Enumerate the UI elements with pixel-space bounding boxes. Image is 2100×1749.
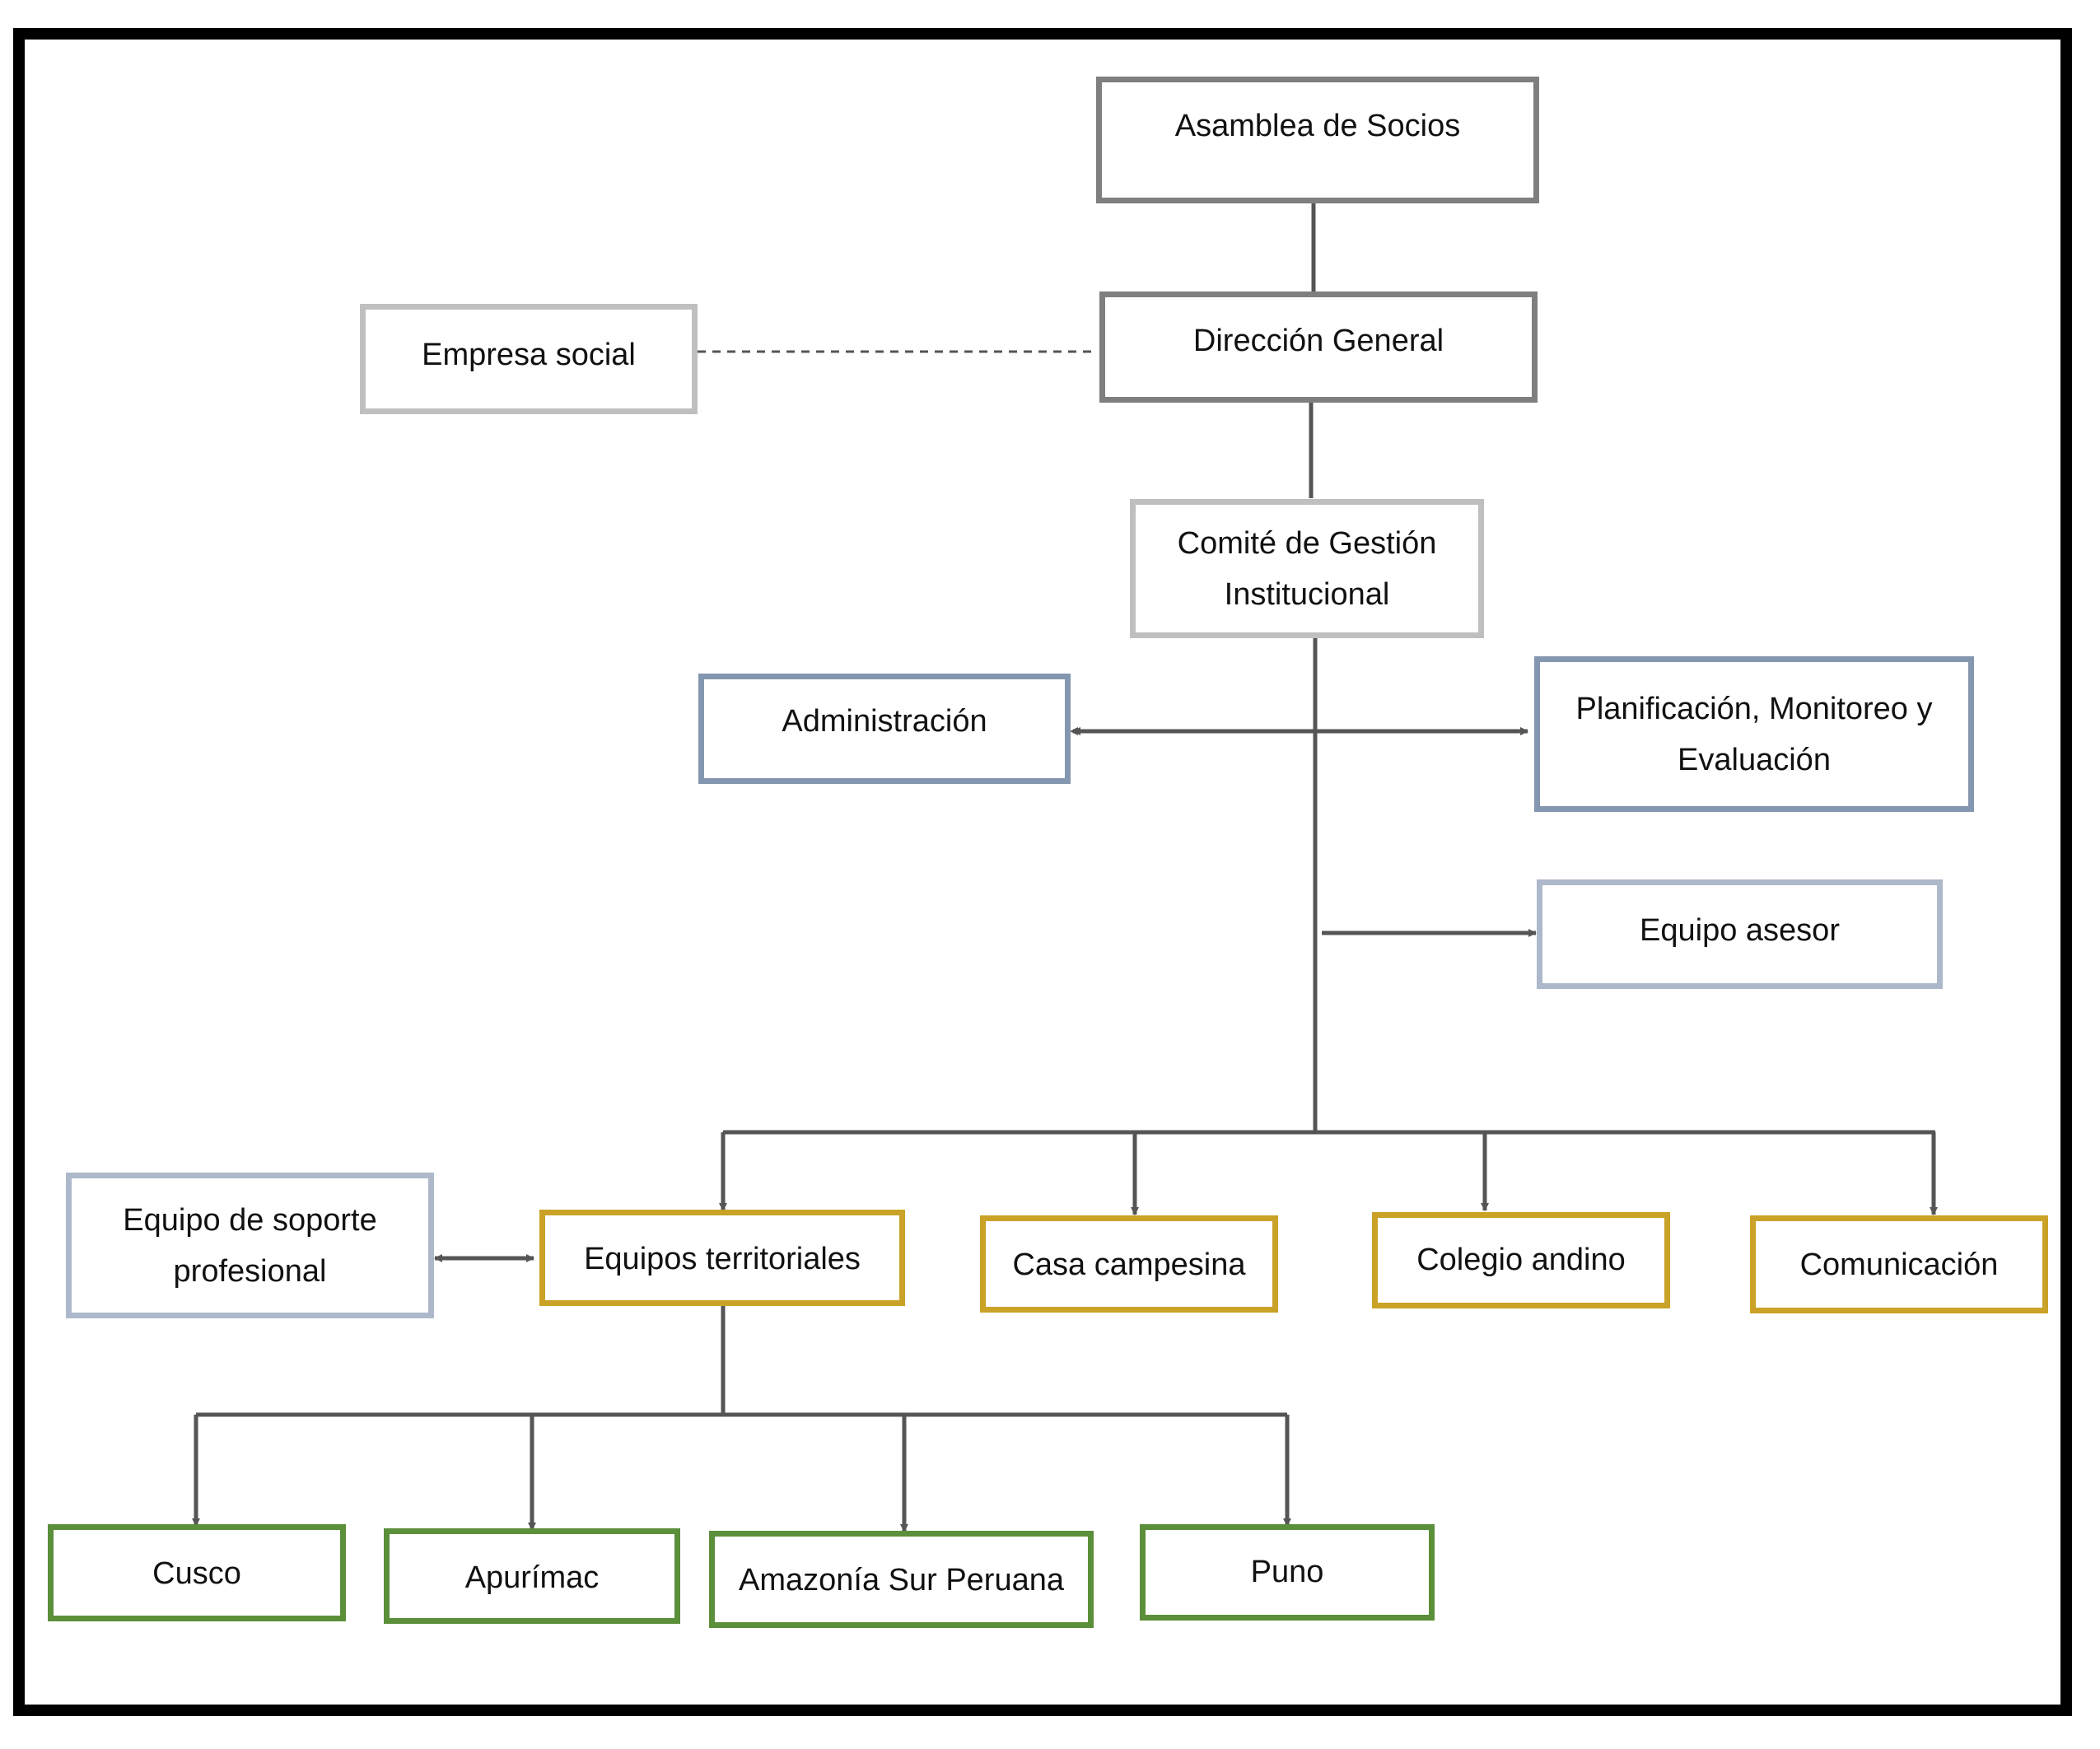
node-asamblea: Asamblea de Socios	[1096, 77, 1539, 203]
asesor-label: Equipo asesor	[1640, 913, 1840, 948]
colegio-label: Colegio andino	[1416, 1243, 1626, 1277]
node-puno: Puno	[1140, 1524, 1435, 1621]
comunicacion-label: Comunicación	[1799, 1248, 1999, 1282]
node-administracion: Administración	[698, 674, 1071, 784]
cusco-label: Cusco	[152, 1556, 241, 1591]
soporte-label-line1: Equipo de soporte	[123, 1202, 377, 1238]
casa-label: Casa campesina	[1012, 1248, 1246, 1282]
node-asesor: Equipo asesor	[1537, 879, 1943, 989]
comite-label-line1: Comité de Gestión	[1177, 525, 1437, 561]
node-planificacion: Planificación, Monitoreo y Evaluación	[1534, 656, 1974, 812]
node-territoriales: Equipos territoriales	[539, 1210, 905, 1306]
node-apurimac: Apurímac	[384, 1528, 680, 1624]
amazonia-label: Amazonía Sur Peruana	[738, 1563, 1064, 1597]
node-amazonia: Amazonía Sur Peruana	[709, 1531, 1094, 1628]
planificacion-label-line2: Evaluación	[1678, 742, 1831, 777]
node-direccion: Dirección General	[1099, 292, 1538, 403]
soporte-label-line2: profesional	[173, 1253, 327, 1289]
node-soporte: Equipo de soporte profesional	[66, 1173, 434, 1318]
node-casa: Casa campesina	[980, 1215, 1278, 1313]
asamblea-label: Asamblea de Socios	[1174, 109, 1461, 143]
node-comite: Comité de Gestión Institucional	[1130, 499, 1484, 638]
chart-border	[13, 28, 2072, 1716]
administracion-label: Administración	[782, 704, 987, 739]
empresa-label: Empresa social	[422, 338, 636, 372]
territoriales-label: Equipos territoriales	[584, 1242, 861, 1276]
direccion-label: Dirección General	[1192, 324, 1444, 358]
node-colegio: Colegio andino	[1372, 1212, 1670, 1308]
planificacion-label-line1: Planificación, Monitoreo y	[1575, 691, 1933, 726]
node-comunicacion: Comunicación	[1750, 1215, 2048, 1313]
node-cusco: Cusco	[48, 1524, 346, 1621]
puno-label: Puno	[1250, 1555, 1324, 1589]
comite-label-line2: Institucional	[1224, 576, 1390, 612]
node-empresa: Empresa social	[360, 304, 698, 414]
apurimac-label: Apurímac	[464, 1560, 600, 1595]
